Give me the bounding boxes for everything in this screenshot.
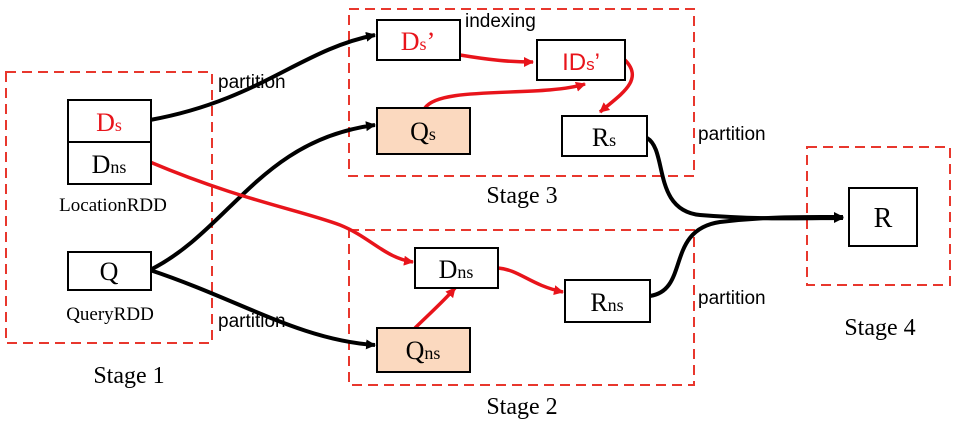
edge-idsprime-to-rs — [598, 58, 634, 114]
edge-rs-to-r — [645, 136, 844, 224]
edge-rns-to-r — [649, 211, 844, 298]
node-qs-label: Qs — [410, 117, 436, 146]
edge-ds-to-dsprime — [149, 31, 376, 122]
stage1-boundary — [5, 71, 213, 344]
stage1-label: Stage 1 — [93, 363, 164, 389]
node-qns-box — [376, 327, 471, 373]
edge-label-partition-top: partition — [218, 72, 286, 93]
stage2-boundary — [348, 229, 695, 386]
node-idsprime-label: IDs’ — [562, 49, 600, 76]
node-qs-box — [376, 107, 471, 155]
node-rs-label: Rs — [592, 123, 616, 152]
edge-dns2-to-rns — [497, 266, 564, 296]
edge-label-partition-rs: partition — [698, 124, 766, 145]
stage4-boundary — [806, 146, 951, 286]
stage2-label: Stage 2 — [486, 394, 557, 420]
edge-q-to-qs — [149, 121, 376, 272]
node-q-label: Q — [100, 257, 119, 286]
node-rns-box — [564, 279, 651, 323]
node-idsprime-box — [536, 39, 626, 81]
node-dns2-label: Dns — [439, 255, 474, 284]
edge-dns-to-dns2 — [149, 160, 414, 266]
node-qns-label: Qns — [406, 336, 441, 365]
edge-label-indexing: indexing — [465, 11, 536, 32]
node-dns2-box — [414, 247, 499, 289]
edge-qs-to-idsprime — [423, 81, 586, 110]
node-ds-label: Ds — [96, 108, 122, 137]
node-rs-box — [561, 115, 648, 157]
stage4-label: Stage 4 — [844, 315, 915, 341]
edge-dsprime-to-idsprime — [459, 53, 534, 67]
edge-qns-to-dns2 — [413, 286, 457, 330]
node-rns-label: Rns — [590, 288, 623, 317]
node-dsprime-label: Ds’ — [401, 27, 435, 56]
node-dns-label: Dns — [92, 150, 127, 179]
location-rdd-caption: LocationRDD — [59, 195, 167, 216]
stage3-label: Stage 3 — [486, 183, 557, 209]
edge-label-partition-rns: partition — [698, 288, 766, 309]
node-dns-box — [67, 141, 152, 185]
node-dsprime-box — [376, 19, 461, 61]
node-r-box — [848, 187, 918, 247]
edge-q-to-qns — [149, 268, 376, 350]
node-r-label: R — [874, 203, 893, 234]
query-rdd-caption: QueryRDD — [66, 304, 154, 325]
edge-label-partition-bottom: partition — [218, 311, 286, 332]
node-q-box — [67, 251, 152, 291]
